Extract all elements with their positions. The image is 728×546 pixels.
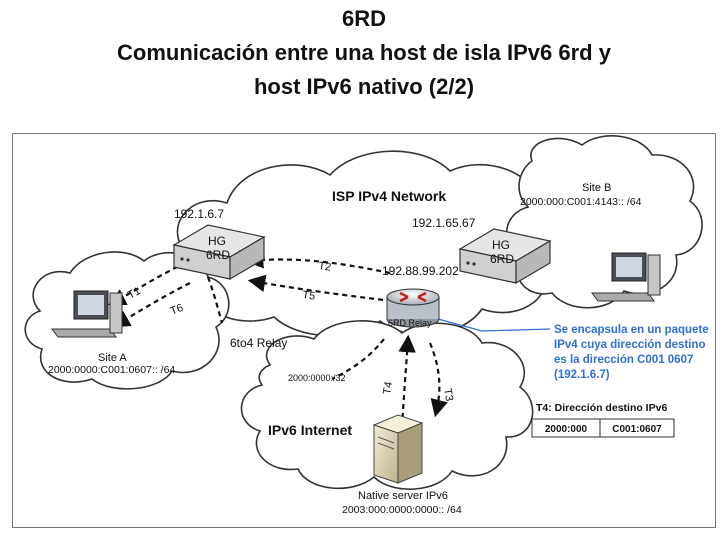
relay-caption: 6to4 Relay — [230, 336, 287, 350]
arrow-t4-label: T4 — [381, 381, 395, 396]
hg-left-label-2: 6RD — [206, 248, 230, 262]
arrow-t5 — [247, 274, 393, 303]
slide-title-line-3: host IPv6 nativo (2/2) — [253, 74, 475, 99]
t4-table-caption: T4: Dirección destino IPv6 — [536, 402, 667, 414]
hg-to-6to4-link — [206, 276, 224, 324]
site-b-computer — [591, 252, 661, 302]
site-b-prefix: 2000:000:C001:4143:: /64 — [520, 196, 642, 208]
t4-table-cell-2: C001:0607 — [612, 424, 662, 435]
native-server — [372, 414, 424, 484]
slide-title-line-1: 6RD — [341, 6, 386, 31]
ipv6-internet-label: IPv6 Internet — [268, 422, 352, 438]
slide-title-line-2: Comunicación entre una host de isla IPv6… — [117, 40, 611, 65]
arrow-t6 — [112, 282, 191, 328]
hg-right-ip: 192.1.65.67 — [412, 216, 476, 230]
site-a-name: Site A — [98, 352, 127, 364]
hg-right-label-1: HG — [492, 238, 510, 252]
arrow-t2 — [245, 250, 391, 275]
hg-left-ip: 192.1.6.7 — [174, 207, 224, 221]
t4-destination-table: T4: Dirección destino IPv6 2000:000 C001… — [531, 402, 675, 438]
note-line-2: IPv4 cuya dirección destino — [554, 339, 705, 351]
network-diagram: ISP IPv4 Network IPv6 Internet 192.1.6.7… — [12, 133, 716, 528]
hg-left-label-1: HG — [208, 234, 226, 248]
arrow-t3-label: T3 — [441, 387, 455, 402]
note-line-1: Se encapsula en un paquete — [554, 324, 709, 336]
6rd-relay-router — [386, 288, 440, 328]
isp-network-label: ISP IPv4 Network — [332, 188, 446, 204]
arrow-t6-label: T6 — [169, 302, 185, 318]
relay-ip: 192.88.99.202 — [382, 264, 459, 278]
hg-6rd-right-device — [458, 228, 552, 285]
hg-right-label-2: 6RD — [490, 252, 514, 266]
arrow-t5-label: T5 — [302, 289, 316, 303]
server-prefix: 2003:000:0000:0000:: /64 — [342, 504, 462, 516]
note-line-4: (192.1.6.7) — [554, 369, 610, 381]
ipv6-internet-cloud — [240, 320, 534, 490]
hg-6rd-left-device — [172, 224, 266, 281]
note-line-3: es la dirección C001 0607 — [554, 354, 693, 366]
t4-table-cell-1: 2000:000 — [545, 424, 588, 435]
site-a-computer — [51, 290, 123, 338]
arrow-t2-label: T2 — [318, 260, 332, 274]
arrow-t1-label: T1 — [126, 285, 143, 302]
site-a-prefix: 2000:0000:C001:0607:: /64 — [48, 364, 175, 376]
note-callout-line — [437, 318, 551, 332]
arrow-t3 — [428, 342, 448, 418]
server-name: Native server IPv6 — [358, 490, 448, 502]
relay-prefix: 2000:0000:/32 — [288, 373, 346, 383]
site-b-name: Site B — [582, 182, 611, 194]
relay-label: 6RD Relay — [388, 318, 432, 328]
